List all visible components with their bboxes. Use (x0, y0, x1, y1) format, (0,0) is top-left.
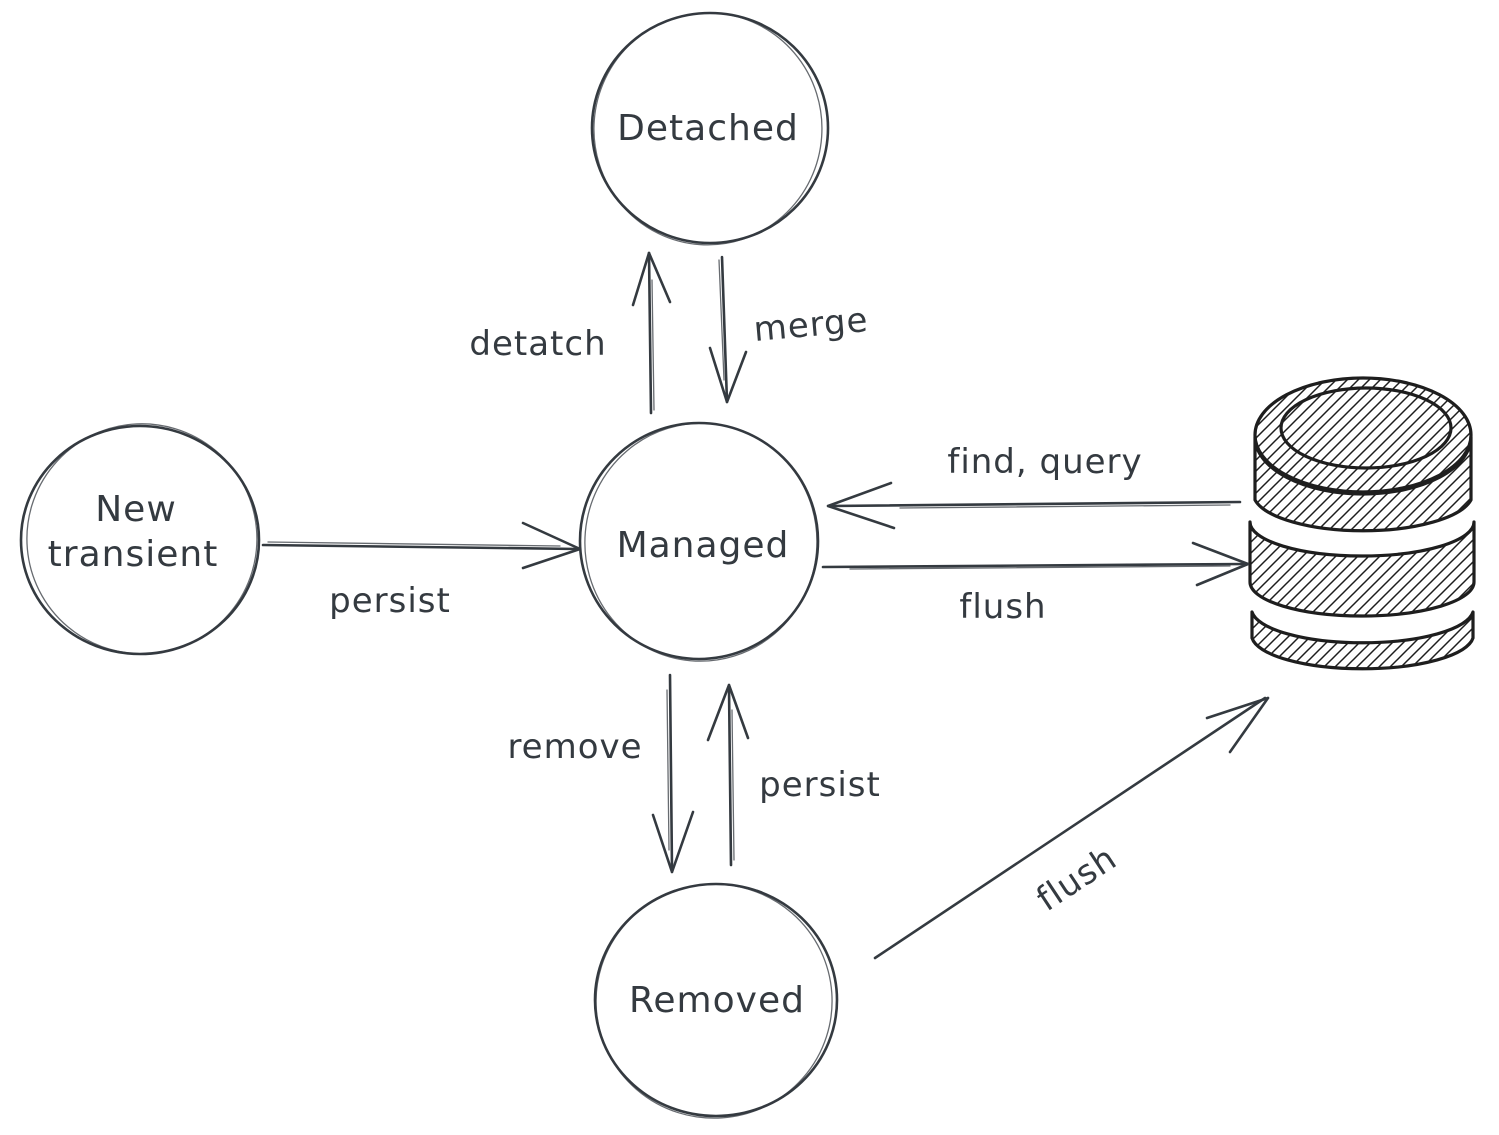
node-managed: Managed (578, 421, 820, 662)
arrowhead-right-icon (521, 521, 582, 570)
edge-merge: merge (708, 255, 870, 404)
edge-remove: remove (507, 673, 695, 874)
edge-persist-removed-label: persist (759, 765, 881, 805)
edge-flush-removed-label: flush (1030, 838, 1125, 920)
node-removed-label: Removed (629, 980, 805, 1021)
node-detached-label: Detached (617, 108, 799, 149)
edge-persist-removed: persist (706, 683, 881, 867)
node-removed: Removed (593, 882, 839, 1119)
edge-persist-new: persist (261, 521, 582, 621)
edge-flush-removed: flush (873, 696, 1270, 960)
arrowhead-down-icon (651, 810, 695, 874)
node-new-transient: New transient (19, 423, 261, 656)
arrowhead-right-icon (1191, 541, 1250, 587)
edge-find-query-label: find, query (947, 442, 1142, 482)
database-icon (1248, 376, 1476, 671)
edge-flush-managed: flush (821, 541, 1250, 627)
arrowhead-diagonal-icon (1205, 696, 1270, 754)
edge-remove-label: remove (507, 727, 642, 767)
edge-detatch: detatch (469, 251, 672, 415)
node-managed-label: Managed (617, 525, 790, 566)
node-detached: Detached (590, 11, 830, 246)
node-new-transient-label-line2: transient (48, 534, 219, 575)
arrowhead-left-icon (826, 481, 896, 530)
edge-detatch-label: detatch (469, 324, 606, 364)
edge-find-query: find, query (826, 442, 1242, 530)
arrowhead-down-icon (708, 346, 748, 404)
arrowhead-up-icon (631, 251, 672, 307)
edge-persist-new-label: persist (329, 581, 451, 621)
arrowhead-up-icon (706, 683, 750, 742)
edge-flush-managed-label: flush (959, 587, 1046, 627)
edge-merge-label: merge (752, 300, 870, 350)
node-new-transient-label-line1: New (95, 489, 177, 530)
